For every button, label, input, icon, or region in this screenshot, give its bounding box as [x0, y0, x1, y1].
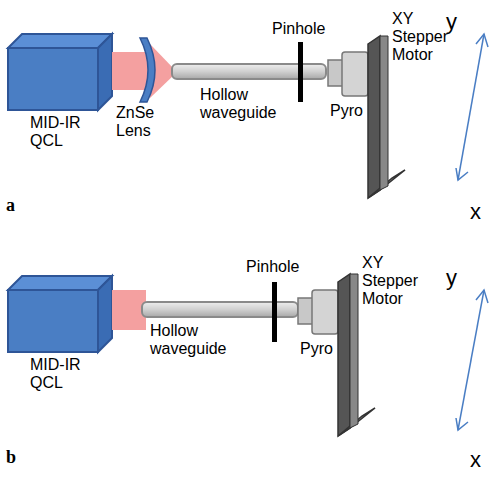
- axis-label: x: [470, 448, 494, 472]
- part-label: Hollow waveguide: [200, 86, 290, 122]
- axes: [456, 290, 488, 430]
- qcl-laser: [8, 276, 112, 352]
- part-label: Pyro: [330, 102, 380, 120]
- part-label: XY Stepper Motor: [392, 10, 472, 64]
- axes: [456, 34, 488, 180]
- part-label: MID-IR QCL: [30, 114, 100, 150]
- pyro-detector: [298, 290, 338, 334]
- qcl-laser: [8, 34, 112, 110]
- pinhole: [298, 42, 303, 102]
- axis-label: y: [446, 266, 470, 290]
- pinhole: [272, 282, 277, 342]
- laser-beam: [112, 52, 148, 90]
- axis-label: x: [470, 200, 494, 224]
- panel-label: a: [6, 196, 30, 214]
- part-label: ZnSe Lens: [116, 104, 166, 140]
- part-label: Pinhole: [272, 20, 342, 38]
- pyro-detector: [328, 52, 368, 96]
- panel-label: b: [6, 448, 30, 466]
- znse-lens: [140, 38, 155, 102]
- part-label: Hollow waveguide: [150, 322, 240, 358]
- part-label: XY Stepper Motor: [362, 254, 442, 308]
- axis-label: y: [446, 10, 470, 34]
- laser-beam: [112, 290, 146, 330]
- part-label: MID-IR QCL: [30, 356, 100, 392]
- part-label: Pinhole: [246, 258, 316, 276]
- part-label: Pyro: [300, 340, 350, 358]
